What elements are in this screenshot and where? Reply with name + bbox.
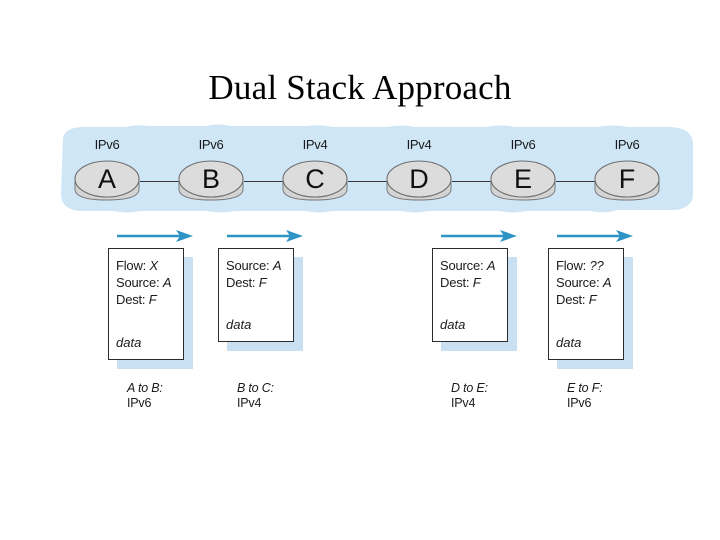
packet-4-field-1-key: Source: [556, 275, 600, 290]
packet-1-field-1-key: Source: [116, 275, 160, 290]
packet-1-box[interactable]: Flow: X Source: A Dest: F data [108, 248, 184, 360]
packet-1-caption: A to B: IPv6 [127, 381, 163, 411]
flow-arrow-icon [557, 230, 633, 242]
flow-arrow-icon [117, 230, 193, 242]
packet-4-field-2: Dest: F [556, 291, 623, 308]
packet-3-caption-protocol: IPv4 [451, 396, 476, 410]
packet-4-field-1-value: A [602, 275, 612, 290]
packet-1-field-0: Flow: X [116, 257, 183, 274]
packet-3-field-1-key: Dest: [440, 275, 470, 290]
packet-4-caption-hop: E to F: [567, 381, 603, 395]
node-f-protocol: IPv6 [614, 137, 640, 152]
link-a-b [140, 181, 186, 182]
node-e-label: E [513, 164, 532, 194]
packet-1-caption-hop: A to B: [127, 381, 163, 395]
packet-2-caption-hop: B to C: [237, 381, 274, 395]
packet-2-field-0-key: Source: [226, 258, 270, 273]
packet-1-field-0-value: X [149, 258, 158, 273]
packet-3-field-1-value: F [472, 275, 481, 290]
node-b-label: B [201, 164, 220, 194]
node-c-protocol: IPv4 [302, 137, 328, 152]
network-node-b[interactable]: IPv6 B [178, 137, 244, 203]
packet-4-box[interactable]: Flow: ?? Source: A Dest: F data [548, 248, 624, 360]
packet-3-box[interactable]: Source: A Dest: F data [432, 248, 508, 342]
packet-3-caption-hop: D to E: [451, 381, 488, 395]
link-b-c [244, 181, 290, 182]
network-node-row: IPv6 A IPv6 B IPv4 C IPv4 D IPv6 [57, 124, 697, 215]
packet-4-field-2-key: Dest: [556, 292, 586, 307]
packet-1-field-0-key: Flow: [116, 258, 147, 273]
packet-2-box[interactable]: Source: A Dest: F data [218, 248, 294, 342]
packet-4-caption: E to F: IPv6 [567, 381, 603, 411]
packet-3-field-1: Dest: F [440, 274, 507, 291]
packet-1-field-2-value: F [148, 292, 157, 307]
page-title: Dual Stack Approach [208, 68, 512, 107]
packet-2-caption: B to C: IPv4 [237, 381, 274, 411]
network-node-a[interactable]: IPv6 A [74, 137, 140, 203]
packet-3-caption: D to E: IPv4 [451, 381, 488, 411]
node-d-label: D [409, 164, 429, 194]
packet-2-field-0-value: A [272, 258, 282, 273]
packet-3-field-0-value: A [486, 258, 496, 273]
packet-2-payload: data [226, 317, 252, 332]
packet-1-payload: data [116, 335, 142, 350]
node-e-protocol: IPv6 [510, 137, 536, 152]
packet-4-field-0: Flow: ?? [556, 257, 623, 274]
node-f-label: F [618, 164, 636, 194]
link-c-d [348, 181, 394, 182]
packet-4-field-1: Source: A [556, 274, 623, 291]
packet-4-payload: data [556, 335, 582, 350]
packet-4-field-0-value: ?? [589, 258, 604, 273]
node-a-label: A [97, 164, 116, 194]
network-node-c[interactable]: IPv4 C [282, 137, 348, 203]
node-c-label: C [305, 164, 325, 194]
packet-2-field-1-key: Dest: [226, 275, 256, 290]
packet-3-payload: data [440, 317, 466, 332]
packet-3-field-0-key: Source: [440, 258, 484, 273]
link-d-e [452, 181, 498, 182]
packet-3-field-0: Source: A [440, 257, 507, 274]
packet-2-field-0: Source: A [226, 257, 293, 274]
packet-2-field-1-value: F [258, 275, 267, 290]
packet-1-field-1-value: A [162, 275, 172, 290]
packet-4-caption-protocol: IPv6 [567, 396, 592, 410]
packet-1-field-2: Dest: F [116, 291, 183, 308]
flow-arrow-icon [227, 230, 303, 242]
packet-4-field-0-key: Flow: [556, 258, 587, 273]
network-node-e[interactable]: IPv6 E [490, 137, 556, 203]
network-node-d[interactable]: IPv4 D [386, 137, 452, 203]
node-d-protocol: IPv4 [406, 137, 432, 152]
packet-4-field-2-value: F [588, 292, 597, 307]
packet-2-field-1: Dest: F [226, 274, 293, 291]
packet-1-field-2-key: Dest: [116, 292, 146, 307]
node-a-protocol: IPv6 [94, 137, 120, 152]
node-b-protocol: IPv6 [198, 137, 224, 152]
flow-arrow-icon [441, 230, 517, 242]
packet-2-caption-protocol: IPv4 [237, 396, 262, 410]
packet-1-caption-protocol: IPv6 [127, 396, 152, 410]
link-e-f [556, 181, 602, 182]
network-node-f[interactable]: IPv6 F [594, 137, 660, 203]
packet-1-field-1: Source: A [116, 274, 183, 291]
